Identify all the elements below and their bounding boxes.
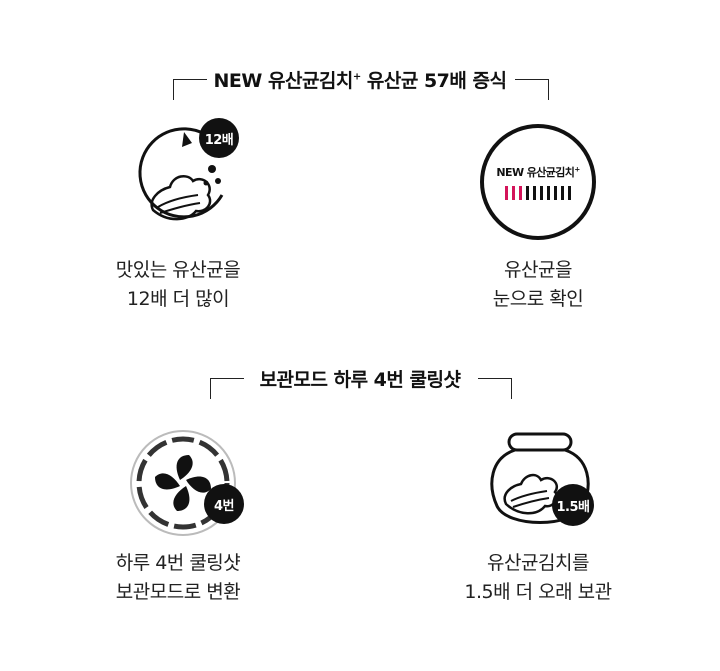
visible-caption-line1: 유산균을 <box>504 259 572 281</box>
top-title-sup: + <box>352 71 361 83</box>
indicator-bar <box>533 186 536 200</box>
storage-caption-line2: 1.5배 더 오래 보관 <box>464 581 612 603</box>
indicator-bar <box>519 186 522 200</box>
indicator-label-text: NEW 유산균김치 <box>496 166 575 179</box>
probiotics-caption-line1: 맛있는 유산균을 <box>115 259 241 281</box>
cooling-caption-line1: 하루 4번 쿨링샷 <box>115 552 241 574</box>
indicator-bar <box>554 186 557 200</box>
indicator-label: NEW 유산균김치+ <box>478 164 598 180</box>
probiotics-caption: 맛있는 유산균을 12배 더 많이 <box>48 256 308 314</box>
probiotics-caption-line2: 12배 더 많이 <box>126 288 230 310</box>
indicator-bar <box>568 186 571 200</box>
visible-caption-line2: 눈으로 확인 <box>492 288 584 310</box>
indicator-bar <box>505 186 508 200</box>
top-title-main: NEW 유산균김치 <box>213 70 354 92</box>
bottom-title-bracket-right <box>478 378 512 399</box>
probiotics-badge: 12배 <box>199 118 239 158</box>
indicator-bar <box>547 186 550 200</box>
top-section-title: NEW 유산균김치+ 유산균 57배 증식 <box>0 66 720 93</box>
indicator-bars <box>505 186 571 200</box>
bottom-title-bracket-left <box>210 378 244 399</box>
cabbage-growth-icon <box>138 127 224 221</box>
indicator-bar <box>512 186 515 200</box>
cooling-caption-line2: 보관모드로 변환 <box>115 581 241 603</box>
top-title-bracket-left <box>173 79 207 100</box>
indicator-label-sup: + <box>574 165 580 174</box>
storage-badge: 1.5배 <box>552 484 594 526</box>
storage-caption-line1: 유산균김치를 <box>487 552 589 574</box>
bottom-section-title: 보관모드 하루 4번 쿨링샷 <box>259 369 461 391</box>
visible-caption: 유산균을 눈으로 확인 <box>408 256 668 314</box>
fan-icon <box>130 430 236 536</box>
indicator-bar <box>526 186 529 200</box>
indicator-display-icon <box>480 124 596 240</box>
indicator-bar <box>561 186 564 200</box>
storage-caption: 유산균김치를 1.5배 더 오래 보관 <box>408 549 668 607</box>
top-title-bracket-right <box>515 79 549 100</box>
kimchi-jar-icon <box>490 432 590 524</box>
top-title-rest: 유산균 57배 증식 <box>360 70 507 92</box>
cooling-caption: 하루 4번 쿨링샷 보관모드로 변환 <box>48 549 308 607</box>
cooling-badge: 4번 <box>204 484 244 524</box>
indicator-bar <box>540 186 543 200</box>
